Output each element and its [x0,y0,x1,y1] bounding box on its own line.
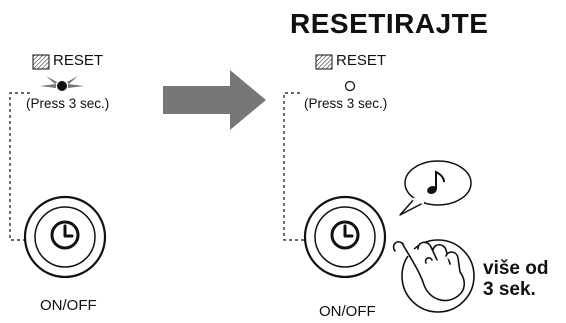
right-reset-icon [315,54,333,70]
left-indicator-lamp-on-icon [40,76,84,91]
right-on-off-label: ON/OFF [319,303,376,320]
arrow-right-icon [163,70,266,130]
right-reset-label: RESET [336,52,387,69]
right-clock-icon [330,220,360,250]
right-dashed-connector [283,92,310,241]
right-press-hint: (Press 3 sec.) [304,96,388,111]
page-title: RESETIRAJTE [290,8,489,39]
right-indicator-lamp-off-icon [344,80,356,92]
left-reset-icon [32,54,50,70]
left-clock-icon [50,220,80,250]
pressing-finger-icon [392,239,475,313]
left-on-off-label: ON/OFF [40,297,97,314]
music-note-icon [399,160,472,216]
hold-instruction: više od 3 sek. [483,258,549,300]
left-dashed-connector [9,92,30,241]
left-reset-label: RESET [53,52,104,69]
left-press-hint: (Press 3 sec.) [26,96,110,111]
